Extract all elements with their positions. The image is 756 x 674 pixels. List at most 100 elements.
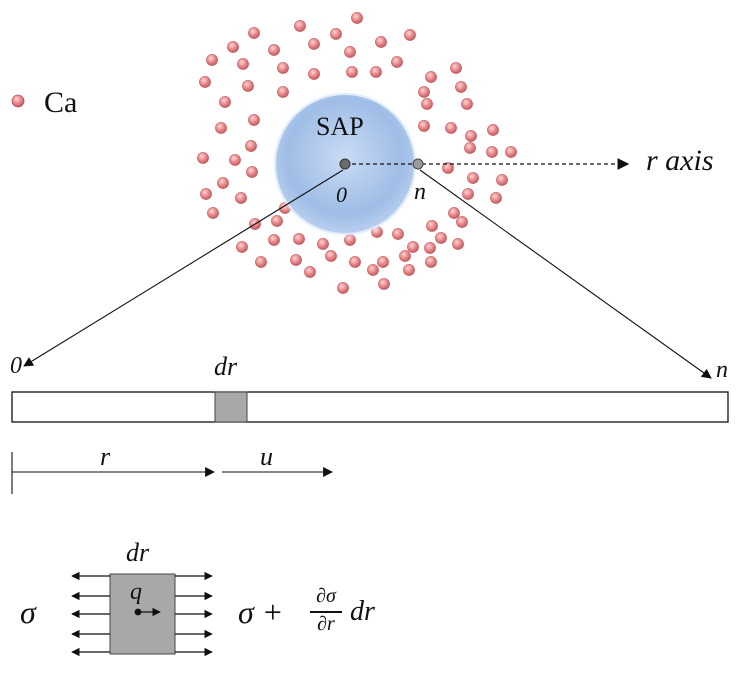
origin-label: 0	[336, 182, 347, 207]
ca-particle-icon	[424, 242, 436, 254]
differential-element	[109, 573, 176, 655]
fraction-denominator: ∂r	[317, 613, 335, 635]
ca-particle-icon	[344, 46, 356, 58]
ca-particle-icon	[227, 41, 239, 53]
ca-particle-icon	[197, 152, 209, 164]
ca-particle-icon	[290, 254, 302, 266]
ca-particle-icon	[236, 241, 248, 253]
ca-particle-icon	[442, 162, 454, 174]
ca-particle-icon	[229, 154, 241, 166]
legend-label-ca: Ca	[44, 86, 78, 119]
ca-particle-icon	[452, 238, 464, 250]
ca-particle-icon	[277, 62, 289, 74]
ca-particle-icon	[235, 192, 247, 204]
ca-particle-icon	[206, 54, 218, 66]
ca-particle-icon	[248, 27, 260, 39]
ca-particle-cloud	[197, 12, 517, 294]
ca-particle-icon	[404, 29, 416, 41]
ca-particle-icon	[308, 38, 320, 50]
ca-particle-icon	[199, 76, 211, 88]
ca-particle-icon	[490, 192, 502, 204]
ca-particle-icon	[215, 122, 227, 134]
ca-particle-icon	[425, 256, 437, 268]
ca-particle-icon	[308, 68, 320, 80]
ca-particle-icon	[407, 241, 419, 253]
ca-particle-icon	[403, 264, 415, 276]
bar-end-label: n	[716, 357, 728, 383]
r-axis-label: r axis	[646, 144, 714, 177]
right-stress-label: σ +	[238, 594, 284, 630]
projection-arrow-n	[419, 169, 712, 379]
ca-particle-icon	[245, 140, 257, 152]
ca-particle-icon	[330, 28, 342, 40]
n-point	[412, 158, 424, 170]
ca-particle-icon	[277, 86, 289, 98]
ca-particle-icon	[462, 188, 474, 200]
bar-element-label: dr	[214, 352, 238, 381]
r-label: r	[100, 442, 111, 471]
ca-particle-icon	[317, 238, 329, 250]
ca-particle-icon	[426, 220, 438, 232]
ca-legend-particle-icon	[11, 94, 25, 108]
ca-particle-icon	[351, 12, 363, 24]
ca-particle-icon	[375, 36, 387, 48]
ca-particle-icon	[505, 146, 517, 158]
ca-particle-icon	[421, 98, 433, 110]
radial-bar	[11, 391, 729, 423]
ca-particle-icon	[486, 146, 498, 158]
ca-particle-icon	[456, 216, 468, 228]
ca-particle-icon	[418, 86, 430, 98]
ca-particle-icon	[496, 174, 508, 186]
ca-particle-icon	[461, 98, 473, 110]
origin-point	[339, 158, 351, 170]
ca-particle-icon	[391, 56, 403, 68]
ca-particle-icon	[425, 71, 437, 83]
ca-particle-icon	[268, 234, 280, 246]
element-width-label: dr	[126, 538, 150, 567]
ca-particle-icon	[246, 166, 258, 178]
ca-particle-icon	[435, 232, 447, 244]
ca-particle-icon	[293, 233, 305, 245]
ca-particle-icon	[337, 282, 349, 294]
ca-particle-icon	[217, 177, 229, 189]
ca-particle-icon	[378, 278, 390, 290]
fraction-bar	[310, 611, 342, 613]
ca-particle-icon	[392, 228, 404, 240]
ca-particle-icon	[248, 114, 260, 126]
ca-particle-icon	[242, 80, 254, 92]
ca-particle-icon	[346, 66, 358, 78]
ca-particle-icon	[349, 256, 361, 268]
flux-label: q	[130, 579, 142, 605]
ca-particle-icon	[465, 130, 477, 142]
ca-particle-icon	[377, 256, 389, 268]
ca-particle-icon	[399, 250, 411, 262]
ca-particle-icon	[487, 124, 499, 136]
ca-particle-icon	[367, 264, 379, 276]
ca-particle-icon	[294, 20, 306, 32]
fraction-numerator: ∂σ	[316, 585, 336, 607]
ca-particle-icon	[268, 44, 280, 56]
ca-particle-icon	[418, 120, 430, 132]
ca-particle-icon	[237, 58, 249, 70]
stress-gradient-fraction: ∂σ ∂r	[306, 586, 346, 638]
ca-particle-icon	[207, 207, 219, 219]
ca-particle-icon	[445, 122, 457, 134]
right-stress-dr: dr	[350, 596, 375, 627]
ca-particle-icon	[467, 172, 479, 184]
ca-particle-icon	[325, 250, 337, 262]
ca-particle-icon	[448, 207, 460, 219]
ca-particle-icon	[271, 215, 283, 227]
n-label: n	[414, 179, 426, 205]
ca-particle-icon	[200, 188, 212, 200]
ca-particle-icon	[370, 66, 382, 78]
bar-element-dr	[214, 391, 248, 423]
projection-arrow-origin	[23, 169, 344, 367]
ca-particle-icon	[255, 256, 267, 268]
sap-label: SAP	[316, 112, 364, 141]
ca-particle-icon	[464, 142, 476, 154]
ca-particle-icon	[219, 96, 231, 108]
left-stress-label: σ	[20, 594, 36, 630]
stress-arrows	[71, 571, 213, 657]
ca-particle-icon	[455, 81, 467, 93]
